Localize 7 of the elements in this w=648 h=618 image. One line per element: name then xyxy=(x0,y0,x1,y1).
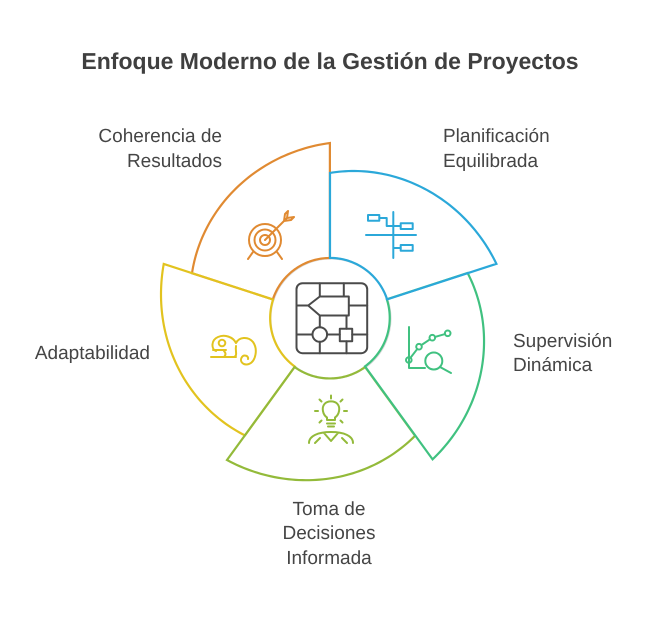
segment-label: Coherencia de Resultados xyxy=(97,125,222,174)
segment-label: Toma de Decisiones Informada xyxy=(282,498,376,571)
segment-label: Adaptabilidad xyxy=(34,342,150,366)
hub-circle xyxy=(268,256,392,380)
segment-label: Planificación Equilibrada xyxy=(443,125,551,174)
diagram-title: Enfoque Moderno de la Gestión de Proyectos xyxy=(81,47,579,76)
segment-label: Supervisión Dinámica xyxy=(512,330,614,378)
